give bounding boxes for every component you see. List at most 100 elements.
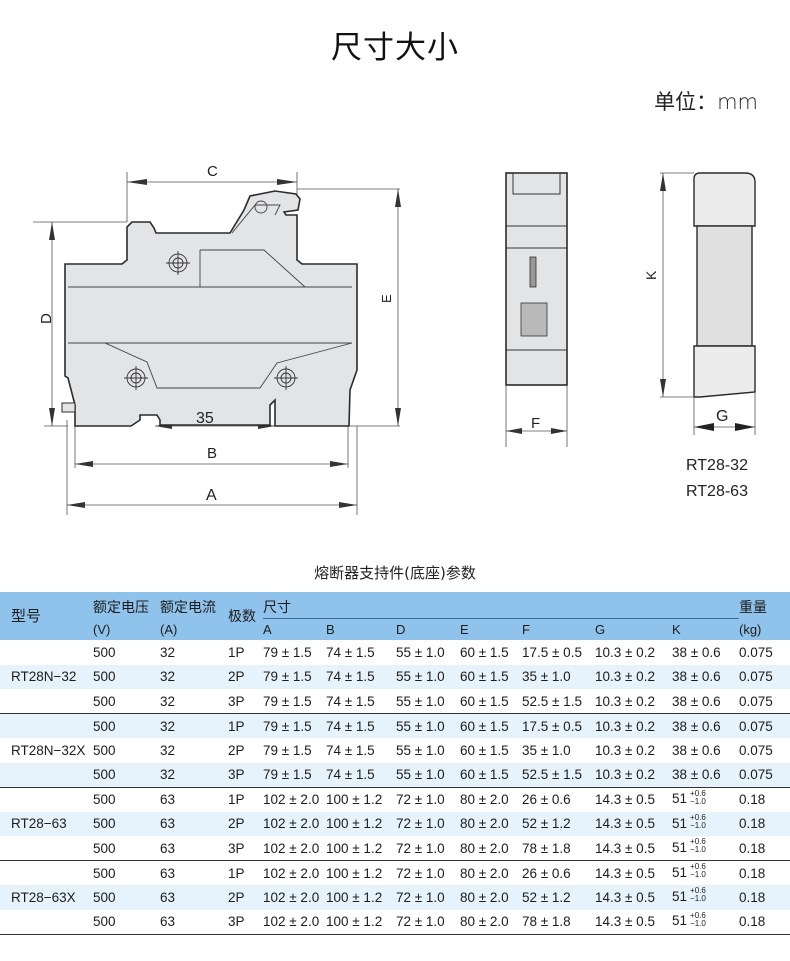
cell-d-value: 55 ± 1.0 — [396, 669, 445, 685]
header-model: 型号 — [0, 592, 93, 640]
table-title: 熔断器支持件(底座)参数 — [314, 564, 476, 582]
k-tolerance: +0.6−1.0 — [690, 838, 706, 854]
cell-poles-value: 1P — [228, 792, 245, 807]
k-tolerance: +0.6−1.0 — [690, 863, 706, 879]
cell-k: 38 ± 0.6 — [672, 713, 739, 738]
k-tolerance-upper: +0.6 — [690, 837, 706, 847]
cell-e-value: 60 ± 1.5 — [460, 742, 509, 758]
header-weight-unit: (kg) — [739, 618, 790, 640]
cell-d: 72 ± 1.0 — [396, 861, 460, 886]
cell-g: 14.3 ± 0.5 — [595, 861, 672, 886]
cell-k: 51+0.6−1.0 — [672, 787, 739, 812]
cell-poles: 3P — [228, 762, 263, 788]
cell-d: 55 ± 1.0 — [396, 738, 460, 763]
cell-voltage-value: 500 — [93, 718, 116, 734]
cell-b-value: 100 ± 1.2 — [326, 914, 383, 929]
header-weight: 重量 — [739, 592, 790, 618]
cell-a: 102 ± 2.0 — [263, 861, 326, 886]
cell-g: 10.3 ± 0.2 — [595, 713, 672, 738]
cell-poles-value: 2P — [228, 889, 245, 905]
cell-e: 60 ± 1.5 — [460, 762, 522, 788]
cell-model-value: RT28N−32X — [11, 742, 86, 758]
cell-poles: 3P — [228, 836, 263, 861]
cell-voltage: 500 — [93, 861, 160, 886]
cell-e: 80 ± 2.0 — [460, 836, 522, 861]
cell-d-value: 72 ± 1.0 — [396, 816, 445, 832]
cell-voltage-value: 500 — [93, 767, 116, 782]
cell-e-value: 80 ± 2.0 — [460, 792, 509, 807]
cell-k-value: 38 ± 0.6 — [672, 718, 721, 734]
cell-d-value: 55 ± 1.0 — [396, 644, 445, 660]
cell-d: 72 ± 1.0 — [396, 885, 460, 910]
cell-poles-value: 3P — [228, 914, 245, 929]
cell-current-value: 32 — [160, 718, 176, 734]
cell-b-value: 100 ± 1.2 — [326, 865, 383, 881]
cell-f: 26 ± 0.6 — [522, 861, 595, 886]
cell-f-value: 52 ± 1.2 — [522, 816, 571, 832]
cell-weight: 0.18 — [739, 909, 790, 935]
cell-g-value: 14.3 ± 0.5 — [595, 840, 655, 856]
cell-k-value: 38 ± 0.6 — [672, 669, 721, 685]
cell-current-value: 63 — [160, 792, 176, 807]
cell-d-value: 55 ± 1.0 — [396, 693, 445, 709]
cell-model — [0, 640, 93, 665]
cell-e-value: 80 ± 2.0 — [460, 816, 509, 832]
cell-current-value: 32 — [160, 767, 176, 782]
k-tolerance-lower: −1.0 — [690, 918, 706, 928]
cell-k-value: 51 — [672, 913, 688, 929]
cell-poles-value: 2P — [228, 816, 245, 832]
cell-poles: 2P — [228, 664, 263, 689]
cell-k: 38 ± 0.6 — [672, 689, 739, 714]
cell-g-value: 14.3 ± 0.5 — [595, 792, 655, 807]
header-current: 额定电流 — [160, 592, 228, 618]
cell-b-value: 74 ± 1.5 — [326, 718, 375, 734]
cell-g: 14.3 ± 0.5 — [595, 811, 672, 836]
cell-d: 72 ± 1.0 — [396, 787, 460, 812]
cell-a-value: 102 ± 2.0 — [263, 889, 320, 905]
cell-weight: 0.075 — [739, 689, 790, 714]
cell-weight-value: 0.075 — [739, 693, 773, 709]
cell-e: 80 ± 2.0 — [460, 811, 522, 836]
dim-label-e: E — [379, 294, 394, 303]
dim-label-f: F — [531, 415, 540, 432]
cell-poles-value: 2P — [228, 742, 245, 758]
cell-d-value: 72 ± 1.0 — [396, 914, 445, 929]
cell-voltage-value: 500 — [93, 914, 116, 929]
model-label-rt28-32: RT28-32 — [686, 457, 748, 474]
cell-model-value: RT28−63X — [11, 889, 76, 905]
cell-k-value: 38 ± 0.6 — [672, 767, 721, 782]
header-size-b: B — [326, 618, 396, 640]
cell-current: 32 — [160, 762, 228, 788]
cell-g-value: 10.3 ± 0.2 — [595, 767, 655, 782]
cell-e: 80 ± 2.0 — [460, 861, 522, 886]
cell-k-value: 38 ± 0.6 — [672, 693, 721, 709]
k-tolerance-lower: −1.0 — [690, 796, 706, 806]
k-tolerance-upper: +0.6 — [690, 812, 706, 822]
cell-k: 51+0.6−1.0 — [672, 885, 739, 910]
cell-k: 51+0.6−1.0 — [672, 861, 739, 886]
cell-f-value: 17.5 ± 0.5 — [522, 718, 582, 734]
cell-e-value: 60 ± 1.5 — [460, 718, 509, 734]
cell-voltage: 500 — [93, 689, 160, 714]
cell-k: 51+0.6−1.0 — [672, 836, 739, 861]
cell-d-value: 55 ± 1.0 — [396, 742, 445, 758]
cell-poles-value: 2P — [228, 669, 245, 685]
cell-b: 100 ± 1.2 — [326, 885, 396, 910]
cell-current: 63 — [160, 836, 228, 861]
cell-k: 51+0.6−1.0 — [672, 909, 739, 935]
page-title: 尺寸大小 — [331, 30, 459, 66]
k-tolerance-upper: +0.6 — [690, 788, 706, 798]
k-tolerance: +0.6−1.0 — [690, 887, 706, 903]
cell-a: 79 ± 1.5 — [263, 640, 326, 665]
cell-a: 79 ± 1.5 — [263, 738, 326, 763]
cell-voltage: 500 — [93, 836, 160, 861]
cell-current-value: 32 — [160, 693, 176, 709]
cell-f-value: 52 ± 1.2 — [522, 889, 571, 905]
cell-g: 14.3 ± 0.5 — [595, 885, 672, 910]
cell-d: 55 ± 1.0 — [396, 689, 460, 714]
cell-current: 63 — [160, 861, 228, 886]
dim-label-d: D — [38, 313, 55, 324]
